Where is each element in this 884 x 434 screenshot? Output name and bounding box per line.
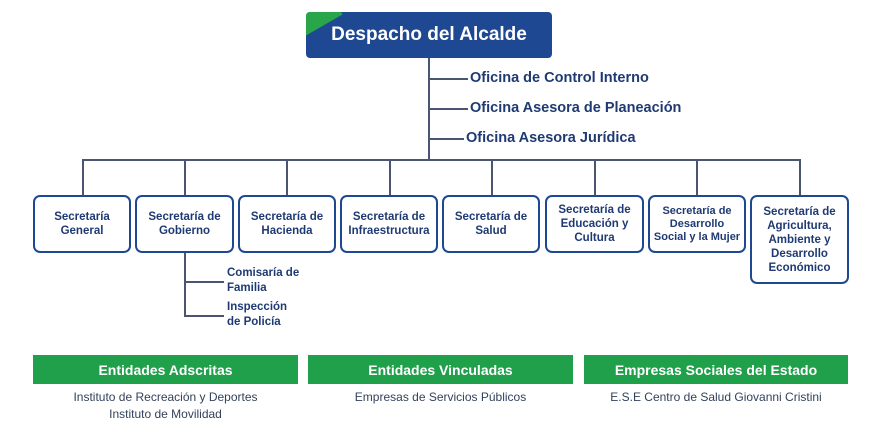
sec-label-line: Ambiente y [768,233,831,246]
sec-label-line: Gobierno [158,225,211,237]
entity-item: E.S.E Centro de Salud Giovanni Cristini [610,390,822,404]
sec-label-line: Cultura [574,232,615,244]
secretaria-hacienda-box: Secretaría de Hacienda [238,195,336,253]
sec-label-line: Secretaría de [454,211,528,223]
entidades-vinculadas-header: Entidades Vinculadas [308,355,573,384]
drop-6 [594,159,596,196]
gobierno-sub-branch-2 [184,315,224,317]
drop-1 [82,159,84,196]
sec-label-line: Desarrollo [669,217,725,230]
mayor-office-title: Despacho del Alcalde [331,24,527,45]
drop-4 [389,159,391,196]
entity-item: Empresas de Servicios Públicos [354,390,527,404]
sec-label-line: Educación y [560,218,629,230]
sec-label-line: Hacienda [261,225,313,237]
gobierno-sub-line [184,253,186,316]
drop-7 [696,159,698,196]
sec-label-line: Salud [475,225,507,237]
sec-label-line: Social y la Mujer [653,230,741,243]
entidades-adscritas-list: Instituto de Recreación y Deportes Insti… [33,389,298,423]
sec-label-line: Secretaría de [352,211,426,223]
sec-label-line: Secretaría de [148,211,221,223]
sub-label-line: de Policía [227,316,281,328]
sec-label-line: Secretaría [54,211,110,223]
sec-label-line: General [60,225,104,237]
sec-label-line: Infraestructura [348,225,430,237]
secretaria-educacion-box: Secretaría de Educación y Cultura [545,195,644,253]
office-branch-2 [428,108,468,110]
mayor-office-box: Despacho del Alcalde [306,12,552,58]
sec-label-line: Desarrollo [771,247,828,260]
sec-label-line: Secretaría de [250,211,324,223]
comisaria-familia: Comisaría de Familia [227,266,299,296]
entity-item: Instituto de Recreación y Deportes [73,390,258,404]
sec-label-line: Secretaría de [763,205,836,218]
office-branch-1 [428,78,468,80]
drop-3 [286,159,288,196]
entidades-adscritas-header: Entidades Adscritas [33,355,298,384]
empresas-sociales-list: E.S.E Centro de Salud Giovanni Cristini [584,389,848,406]
office-control-interno: Oficina de Control Interno [470,70,649,86]
gobierno-sub-branch-1 [184,281,224,283]
entidades-vinculadas-list: Empresas de Servicios Públicos [308,389,573,406]
drop-5 [491,159,493,196]
empresas-sociales-header: Empresas Sociales del Estado [584,355,848,384]
sub-label-line: Inspección [227,301,288,313]
office-juridica: Oficina Asesora Jurídica [466,130,636,146]
sec-label-line: Económico [768,261,831,274]
sec-label-line: Secretaría de [558,204,631,216]
sub-label-line: Familia [227,282,267,294]
drop-8 [799,159,801,196]
inspeccion-policia: Inspección de Policía [227,300,287,330]
office-planeacion: Oficina Asesora de Planeación [470,100,682,116]
horizontal-bus [82,159,801,161]
office-branch-3 [428,138,464,140]
sub-label-line: Comisaría de [227,267,300,279]
sec-label-line: Agricultura, [767,219,832,232]
secretaria-infraestructura-box: Secretaría de Infraestructura [340,195,438,253]
drop-2 [184,159,186,196]
entity-item: Instituto de Movilidad [109,407,222,421]
sec-label-line: Secretaría de [662,204,732,217]
secretaria-salud-box: Secretaría de Salud [442,195,540,253]
secretaria-gobierno-box: Secretaría de Gobierno [135,195,234,253]
